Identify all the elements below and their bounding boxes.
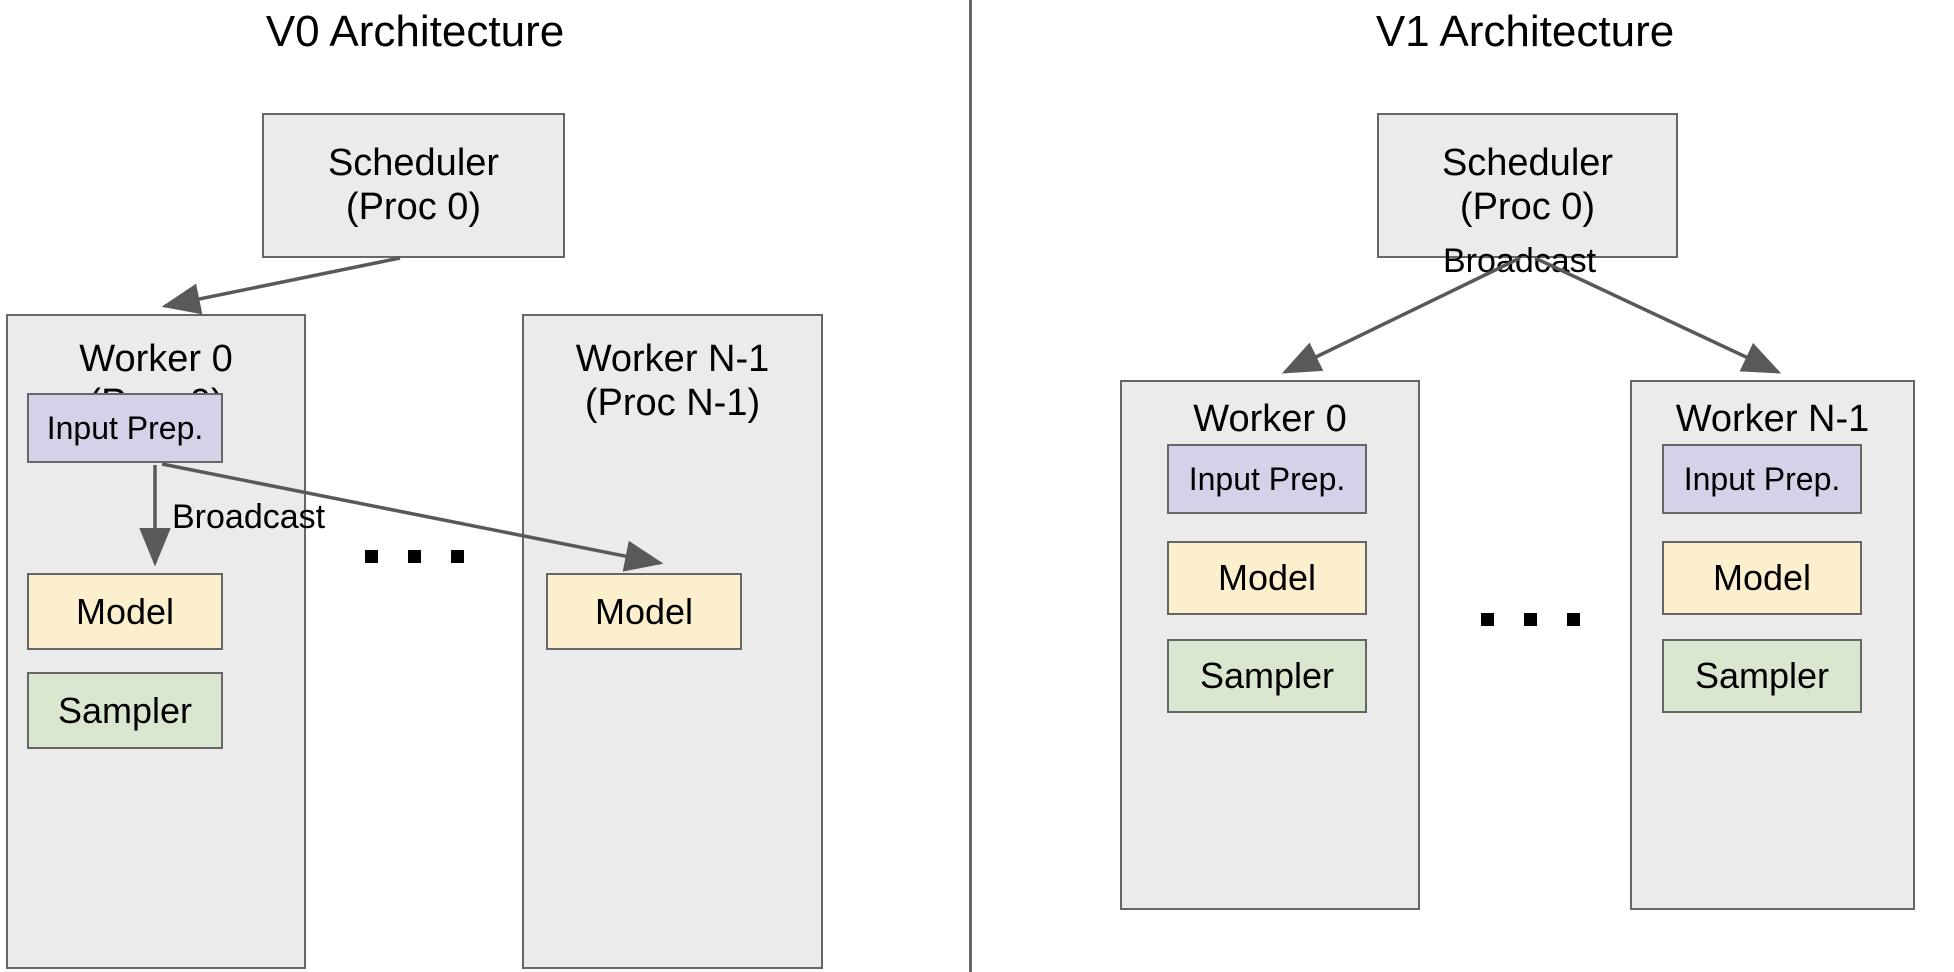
v1-broadcast-label: Broadcast (1443, 242, 1597, 280)
v1-worker-n-1-sampler[interactable]: Sampler (1662, 639, 1862, 713)
v0-worker-0-name: Worker 0 (79, 338, 233, 380)
v0-ellipsis (365, 550, 464, 563)
ellipsis-dot (1524, 613, 1537, 626)
v1-ellipsis (1481, 613, 1580, 626)
ellipsis-dot (408, 550, 421, 563)
v1-worker-0-input-prep[interactable]: Input Prep. (1167, 444, 1367, 514)
panel-divider (969, 0, 972, 972)
ellipsis-dot (451, 550, 464, 563)
v0-worker-0-sampler[interactable]: Sampler (27, 672, 223, 749)
v0-worker-n-1-model[interactable]: Model (546, 573, 742, 650)
panel-title-v1: V1 Architecture (1375, 7, 1675, 56)
v1-scheduler-line2: (Proc 0) (1459, 185, 1596, 228)
ellipsis-dot (1481, 613, 1494, 626)
v1-worker-0-model[interactable]: Model (1167, 541, 1367, 615)
v0-scheduler-line2: (Proc 0) (345, 185, 482, 228)
v0-scheduler-line1: Scheduler (327, 141, 500, 184)
v1-worker-0-name: Worker 0 (1193, 398, 1347, 440)
v1-worker-n-1-model[interactable]: Model (1662, 541, 1862, 615)
ellipsis-dot (365, 550, 378, 563)
v0-broadcast-label: Broadcast (172, 498, 326, 536)
v1-worker-n-1-name: Worker N-1 (1675, 398, 1870, 440)
v1-scheduler-box[interactable]: Scheduler (Proc 0) (1377, 113, 1678, 258)
v0-scheduler-box[interactable]: Scheduler (Proc 0) (262, 113, 565, 258)
v1-worker-n-1-input-prep[interactable]: Input Prep. (1662, 444, 1862, 514)
v0-worker-0-input-prep[interactable]: Input Prep. (27, 393, 223, 463)
ellipsis-dot (1567, 613, 1580, 626)
panel-title-v0: V0 Architecture (265, 7, 565, 56)
v1-worker-0-sampler[interactable]: Sampler (1167, 639, 1367, 713)
v0-worker-n-1-proc: (Proc N-1) (584, 381, 761, 424)
v0-arrow-scheduler-to-worker0 (161, 256, 401, 315)
v0-worker-n-1-name: Worker N-1 (575, 338, 770, 380)
v0-worker-0-model[interactable]: Model (27, 573, 223, 650)
v1-scheduler-line1: Scheduler (1441, 141, 1614, 184)
